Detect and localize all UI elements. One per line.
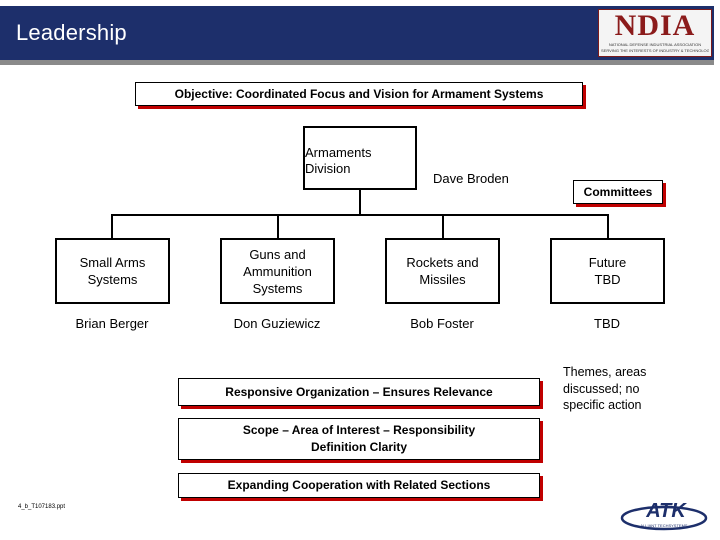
org-child-person: Don Guziewicz	[233, 316, 321, 331]
org-child-future: Future TBD	[550, 238, 665, 304]
principle-text: Responsive Organization – Ensures Releva…	[225, 384, 493, 399]
org-root-label-line2: Division	[305, 161, 351, 176]
org-root-label-line1: Armaments	[305, 145, 372, 160]
child-label-line1: Guns and	[249, 246, 306, 262]
child-label-line1: Small Arms	[79, 255, 146, 270]
org-child-person: Brian Berger	[75, 316, 149, 331]
child-label-line2: Systems	[87, 272, 138, 287]
org-root-box: Armaments Division	[303, 126, 417, 190]
connector-child-4	[607, 214, 609, 238]
committees-note: Themes, areas discussed; no specific act…	[563, 365, 647, 412]
connector-child-3	[442, 214, 444, 238]
footer-filename: 4_b_T107183.ppt	[18, 504, 66, 510]
child-label-line2: Ammunition	[243, 263, 312, 279]
connector-child-2	[277, 214, 279, 238]
child-label-line2: Missiles	[419, 272, 466, 287]
org-child-guns-ammunition: Guns and Ammunition Systems	[220, 238, 335, 304]
org-child-rockets-missiles: Rockets and Missiles	[385, 238, 500, 304]
title-bar	[0, 6, 714, 60]
child-label-line1: Rockets and	[406, 255, 479, 270]
child-label-line2: TBD	[594, 272, 621, 287]
org-root-person: Dave Broden	[433, 171, 509, 186]
child-label-line3: Systems	[252, 280, 303, 296]
slide-title: Leadership	[16, 20, 127, 45]
child-label-line1: Future	[588, 255, 627, 270]
atk-logo-letters: ATK	[645, 500, 687, 522]
connector-root-down	[359, 190, 361, 215]
connector-child-1	[111, 214, 113, 238]
ndia-logo: NDIA NATIONAL DEFENSE INDUSTRIAL ASSOCIA…	[598, 9, 712, 57]
principle-text-line2: Definition Clarity	[310, 440, 407, 454]
committees-label: Committees	[573, 180, 663, 204]
org-child-person: TBD	[594, 316, 620, 331]
principle-box-2: Scope – Area of Interest – Responsibilit…	[178, 418, 540, 460]
org-child-person: Bob Foster	[410, 316, 474, 331]
atk-logo: ATK ALLIANT TECHSYSTEMS	[620, 498, 708, 532]
atk-logo-graphic: ATK ALLIANT TECHSYSTEMS	[620, 500, 708, 531]
ndia-logo-line1: NATIONAL DEFENSE INDUSTRIAL ASSOCIATION	[608, 42, 702, 47]
ndia-logo-line2: SERVING THE INTERESTS OF INDUSTRY & TECH…	[601, 48, 709, 53]
atk-logo-tagline: ALLIANT TECHSYSTEMS	[640, 523, 688, 528]
connector-horizontal	[111, 214, 609, 216]
header-divider	[0, 60, 714, 65]
principle-text: Expanding Cooperation with Related Secti…	[227, 478, 491, 492]
objective-banner: Objective: Coordinated Focus and Vision …	[135, 82, 583, 106]
principle-text-line1: Scope – Area of Interest – Responsibilit…	[242, 423, 476, 437]
ndia-logo-letters: NDIA	[614, 9, 696, 42]
org-child-small-arms: Small Arms Systems	[55, 238, 170, 304]
principle-box-1: Responsive Organization – Ensures Releva…	[178, 378, 540, 406]
principle-box-3: Expanding Cooperation with Related Secti…	[178, 473, 540, 498]
